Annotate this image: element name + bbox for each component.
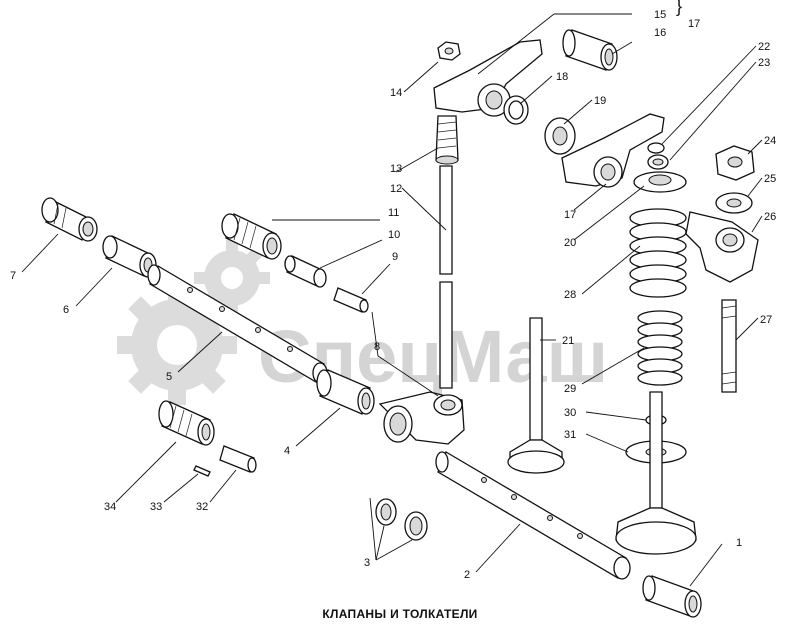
callout-11: 11 — [388, 207, 399, 219]
callout-20: 20 — [564, 237, 576, 249]
callout-25: 25 — [764, 173, 776, 185]
callout-19: 19 — [594, 95, 606, 107]
callout-26: 26 — [764, 211, 776, 223]
leader-lines — [21, 13, 763, 587]
part-26-rocker-stand — [685, 211, 759, 283]
callout-24: 24 — [764, 135, 776, 147]
gear-icon — [117, 285, 237, 405]
part-12-push-rod — [439, 165, 453, 389]
callout-22: 22 — [758, 41, 770, 53]
part-1-valve-seat-insert — [642, 575, 702, 618]
part-23-keeper — [647, 154, 669, 170]
part-7-sleeve — [41, 197, 98, 242]
callout-1: 1 — [736, 537, 742, 549]
callout-18: 18 — [556, 71, 568, 83]
part-13-adjusting-screw — [435, 115, 459, 165]
callout-labels: 7 6 5 4 2 3 1 11 10 9 8 12 13 14 21 15 1… — [10, 0, 776, 581]
part-4-bushing — [316, 369, 375, 415]
part-34-bushing — [158, 400, 215, 446]
callout-8: 8 — [374, 341, 380, 353]
part-32-pin — [219, 445, 257, 473]
part-29-inner-spring — [637, 310, 683, 386]
figure-caption: КЛАПАНЫ И ТОЛКАТЕЛИ — [322, 607, 478, 621]
callout-33: 33 — [150, 501, 162, 513]
part-25-washer — [715, 192, 753, 214]
part-28-outer-spring — [629, 208, 687, 298]
callout-31: 31 — [564, 429, 576, 441]
callout-12: 12 — [390, 183, 402, 195]
part-18-lock-ring — [503, 95, 529, 125]
callout-15: 15 — [654, 9, 666, 21]
callout-6: 6 — [63, 304, 69, 316]
part-2-rocker-shaft — [435, 451, 631, 580]
part-33-small-pin — [193, 465, 211, 477]
part-19-washer — [544, 117, 576, 155]
part-21-intake-valve — [507, 317, 565, 474]
callout-5: 5 — [166, 371, 172, 383]
callout-32: 32 — [196, 501, 208, 513]
callout-28: 28 — [564, 289, 576, 301]
part-27-stud — [721, 299, 737, 393]
part-20-spring-retainer — [633, 171, 687, 193]
callout-7: 7 — [10, 270, 16, 282]
callout-34: 34 — [104, 501, 116, 513]
callout-13: 13 — [390, 163, 402, 175]
brace: } — [676, 0, 682, 16]
callout-4: 4 — [284, 445, 290, 457]
part-3-bushings — [375, 498, 428, 541]
callout-23: 23 — [758, 57, 770, 69]
callout-10: 10 — [388, 229, 400, 241]
part-6-bushing — [102, 235, 157, 278]
callout-21: 21 — [562, 335, 574, 347]
callout-14: 14 — [390, 87, 402, 99]
part-14-nut — [437, 41, 461, 61]
part-15-rocker-arm — [433, 39, 543, 117]
watermark-text: СпецМаш — [258, 315, 608, 398]
part-5-rocker-shaft — [147, 264, 328, 384]
callout-30: 30 — [564, 407, 576, 419]
callout-9: 9 — [392, 251, 398, 263]
part-10-small-bushing — [284, 255, 327, 288]
callout-17-bottom: 17 — [564, 209, 576, 221]
part-17-rocker-arm — [561, 113, 665, 188]
part-24-nut — [715, 145, 755, 181]
part-8-tappet-lever — [378, 391, 465, 445]
callout-27: 27 — [760, 314, 772, 326]
callout-16: 16 — [654, 27, 666, 39]
callout-29: 29 — [564, 383, 576, 395]
part-22-valve-cap — [647, 142, 665, 154]
callout-3: 3 — [364, 557, 370, 569]
callout-2: 2 — [464, 569, 470, 581]
part-16-rocker-bushing — [562, 29, 618, 71]
callout-17-top: 17 — [688, 18, 700, 30]
part-9-pin — [333, 287, 369, 313]
part-valve-exhaust — [615, 391, 697, 555]
part-11-bushing — [221, 213, 282, 260]
